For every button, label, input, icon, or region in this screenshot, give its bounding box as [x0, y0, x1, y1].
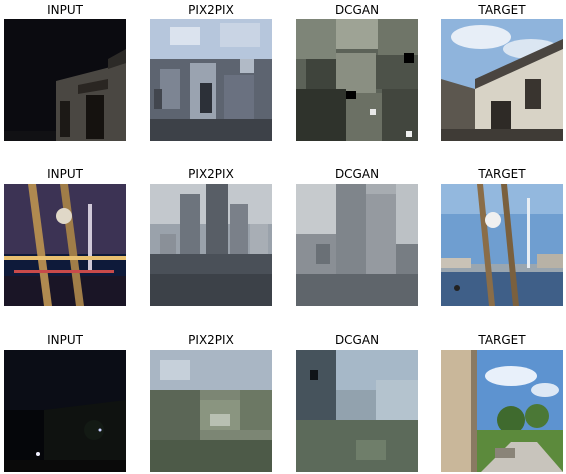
column-label-dcgan: DCGAN — [334, 3, 380, 17]
row3-input-image — [4, 350, 126, 472]
column-label-input: INPUT — [47, 167, 83, 181]
row1-target-image — [441, 19, 563, 141]
column-label-target: TARGET — [478, 167, 526, 181]
row1-pix2pix-image — [150, 19, 272, 141]
column-label-dcgan: DCGAN — [334, 167, 380, 181]
column-label-dcgan: DCGAN — [334, 333, 380, 347]
column-label-pix2pix: PIX2PIX — [188, 3, 234, 17]
column-label-target: TARGET — [478, 333, 526, 347]
row1-dcgan-image — [296, 19, 418, 141]
row2-input-image — [4, 184, 126, 306]
row3-target-image — [441, 350, 563, 472]
column-label-input: INPUT — [47, 3, 83, 17]
column-label-input: INPUT — [47, 333, 83, 347]
column-label-target: TARGET — [478, 3, 526, 17]
column-label-pix2pix: PIX2PIX — [188, 167, 234, 181]
row1-input-image — [4, 19, 126, 141]
row2-pix2pix-image — [150, 184, 272, 306]
row3-dcgan-image — [296, 350, 418, 472]
column-label-pix2pix: PIX2PIX — [188, 333, 234, 347]
row2-dcgan-image — [296, 184, 418, 306]
row2-target-image — [441, 184, 563, 306]
row3-pix2pix-image — [150, 350, 272, 472]
